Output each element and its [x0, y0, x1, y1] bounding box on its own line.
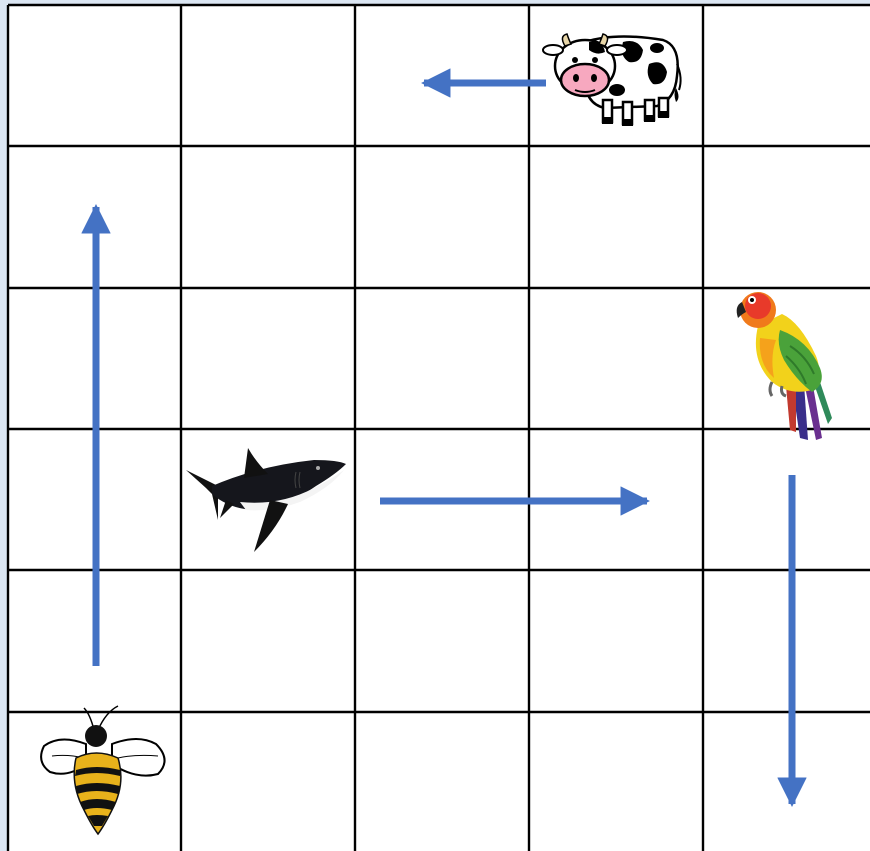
parrot-icon — [736, 292, 832, 440]
bee-icon — [40, 705, 166, 836]
cow-icon — [542, 33, 682, 126]
shark-icon — [186, 448, 346, 552]
grid-lines — [6, 3, 870, 851]
